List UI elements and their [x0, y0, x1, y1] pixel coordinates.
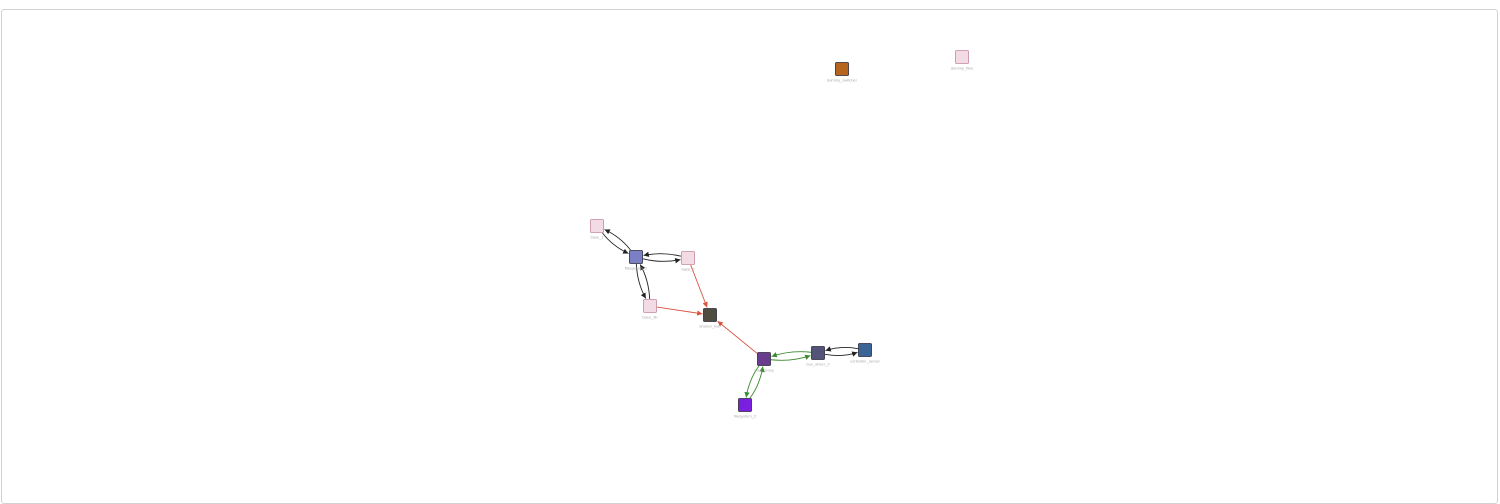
node-box-leaf[interactable]	[738, 398, 752, 412]
node-base_2[interactable]: base_2	[681, 251, 695, 272]
node-label-dummy_files: dummy_files	[951, 66, 973, 71]
node-hub[interactable]: shared_hub	[699, 308, 721, 329]
node-box-hub[interactable]	[703, 308, 717, 322]
edge-mngr_1-to-base_2[interactable]	[642, 258, 681, 264]
node-box-base_1[interactable]	[590, 219, 604, 233]
node-label-ctrl: controller_server	[850, 359, 880, 364]
edge-core-to-bus[interactable]	[770, 354, 811, 361]
node-label-core: core_proxy	[754, 368, 774, 373]
node-label-base_2: base_2	[681, 267, 695, 272]
node-box-core[interactable]	[757, 352, 771, 366]
node-label-base_3: base_3b	[642, 315, 658, 320]
edge-core-to-leaf[interactable]	[744, 365, 760, 398]
node-box-base_2[interactable]	[681, 251, 695, 265]
graph-canvas[interactable]	[1, 9, 1498, 504]
edge-base_2-to-mngr_1[interactable]	[643, 251, 682, 257]
node-label-dummy_switcher: dummy_switcher	[827, 78, 858, 83]
node-bus[interactable]: bus_driver_0	[806, 346, 830, 367]
node-base_3[interactable]: base_3b	[642, 299, 658, 320]
edge-bus-to-ctrl[interactable]	[824, 351, 858, 357]
node-label-base_1: base_1	[590, 235, 604, 240]
node-core[interactable]: core_proxy	[754, 352, 774, 373]
node-label-mngr_1: filesystem_1	[625, 266, 648, 271]
edge-base_3-to-hub[interactable]	[656, 306, 703, 316]
node-label-hub: shared_hub	[699, 324, 721, 329]
edges-layer	[602, 229, 859, 399]
edge-base_2-to-hub[interactable]	[690, 264, 708, 308]
node-box-ctrl[interactable]	[858, 343, 872, 357]
node-leaf[interactable]: filesystem_2	[734, 398, 757, 419]
node-mngr_1[interactable]: filesystem_1	[625, 250, 648, 271]
node-dummy_files[interactable]: dummy_files	[951, 50, 973, 71]
nodes-layer: dummy_switcher dummy_files base_1 filesyste…	[590, 50, 973, 419]
edge-mngr_1-to-base_1[interactable]	[604, 229, 631, 251]
edge-base_1-to-mngr_1[interactable]	[602, 232, 629, 254]
edge-ctrl-to-bus[interactable]	[825, 346, 859, 352]
node-box-mngr_1[interactable]	[629, 250, 643, 264]
edge-core-to-hub[interactable]	[717, 320, 758, 354]
node-dummy_switcher[interactable]: dummy_switcher	[827, 62, 858, 83]
node-base_1[interactable]: base_1	[590, 219, 604, 240]
edge-leaf-to-core[interactable]	[749, 366, 765, 399]
node-ctrl[interactable]: controller_server	[850, 343, 881, 364]
edge-base_3-to-mngr_1[interactable]	[639, 264, 651, 300]
node-box-dummy_files[interactable]	[955, 50, 969, 64]
node-box-bus[interactable]	[811, 346, 825, 360]
node-box-base_3[interactable]	[643, 299, 657, 313]
edge-bus-to-core[interactable]	[771, 351, 812, 358]
node-box-dummy_switcher[interactable]	[835, 62, 849, 76]
node-label-leaf: filesystem_2	[734, 414, 757, 419]
edge-mngr_1-to-base_3[interactable]	[635, 263, 647, 299]
node-label-bus: bus_driver_0	[806, 362, 830, 367]
